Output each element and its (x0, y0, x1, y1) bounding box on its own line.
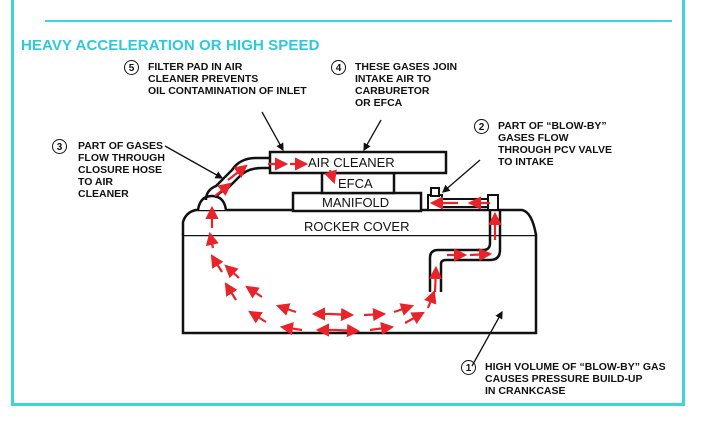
top-rule (45, 20, 672, 22)
callout-4: 4 THESE GASES JOIN INTAKE AIR TO CARBURE… (331, 60, 457, 109)
air-cleaner-label: AIR CLEANER (308, 155, 395, 170)
callout-number-2: 2 (474, 119, 489, 134)
callout-text-5: FILTER PAD IN AIR CLEANER PREVENTS OIL C… (148, 61, 307, 97)
callout-text-4: THESE GASES JOIN INTAKE AIR TO CARBURETO… (355, 61, 458, 109)
air-cleaner-shape (268, 150, 448, 175)
callout-number-4: 4 (331, 60, 346, 75)
callout-2: 2 PART OF “BLOW-BY” GASES FLOW THROUGH P… (474, 119, 612, 168)
diagram-frame (11, 0, 685, 406)
callout-5: 5 FILTER PAD IN AIR CLEANER PREVENTS OIL… (124, 60, 307, 97)
manifold-label: MANIFOLD (322, 195, 389, 210)
callout-1: 1 HIGH VOLUME OF “BLOW-BY” GAS CAUSES PR… (461, 360, 666, 397)
breather-dome (196, 194, 228, 211)
callout-3: 3 PART OF GASES FLOW THROUGH CLOSURE HOS… (52, 139, 165, 200)
closure-hose (204, 156, 270, 201)
rocker-cover-shape (181, 208, 538, 236)
callout-text-1: HIGH VOLUME OF “BLOW-BY” GAS CAUSES PRES… (485, 361, 666, 397)
callout-number-1: 1 (461, 360, 476, 375)
rocker-cover-label: ROCKER COVER (304, 219, 409, 234)
callout-text-2: PART OF “BLOW-BY” GASES FLOW THROUGH PCV… (498, 120, 612, 168)
leader-lines (164, 111, 503, 367)
callout-number-3: 3 (52, 139, 67, 154)
diagram-title: HEAVY ACCELERATION OR HIGH SPEED (21, 37, 320, 54)
efca-label: EFCA (338, 176, 373, 191)
callout-text-3: PART OF GASES FLOW THROUGH CLOSURE HOSE … (78, 140, 165, 200)
flow-arrows (205, 157, 502, 338)
callout-number-5: 5 (124, 60, 139, 75)
